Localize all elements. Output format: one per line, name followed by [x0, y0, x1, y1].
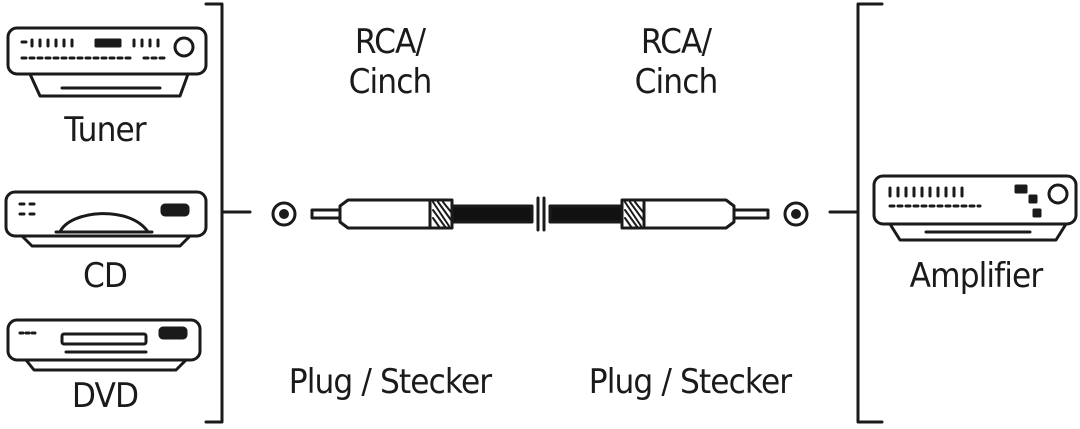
- cd-player-icon: [4, 190, 208, 248]
- amplifier-device-icon: [872, 174, 1078, 242]
- right-cable-type-line2: Cinch: [634, 62, 719, 102]
- cd-label: CD: [82, 256, 128, 296]
- right-cable-type-label: RCA/ Cinch: [612, 22, 741, 102]
- left-rca-plug-icon: [310, 198, 534, 230]
- dvd-label: DVD: [71, 376, 139, 416]
- right-socket-icon: [783, 201, 809, 227]
- left-socket-icon: [271, 201, 297, 227]
- tuner-device-icon: [6, 26, 208, 98]
- right-rca-plug-icon: [548, 198, 770, 230]
- cable-break-icon: [536, 196, 546, 232]
- dvd-player-icon: [6, 318, 202, 372]
- right-cable-type-line1: RCA/: [640, 22, 712, 62]
- left-cable-type-line1: RCA/: [354, 22, 426, 62]
- right-plug-label: Plug / Stecker: [588, 362, 792, 402]
- source-bracket: [204, 2, 224, 424]
- left-cable-type-label: RCA/ Cinch: [326, 22, 455, 102]
- tuner-label: Tuner: [64, 110, 146, 150]
- destination-bracket: [856, 2, 884, 424]
- amplifier-label: Amplifier: [909, 256, 1044, 296]
- left-cable-type-line2: Cinch: [348, 62, 433, 102]
- left-plug-label: Plug / Stecker: [288, 362, 492, 402]
